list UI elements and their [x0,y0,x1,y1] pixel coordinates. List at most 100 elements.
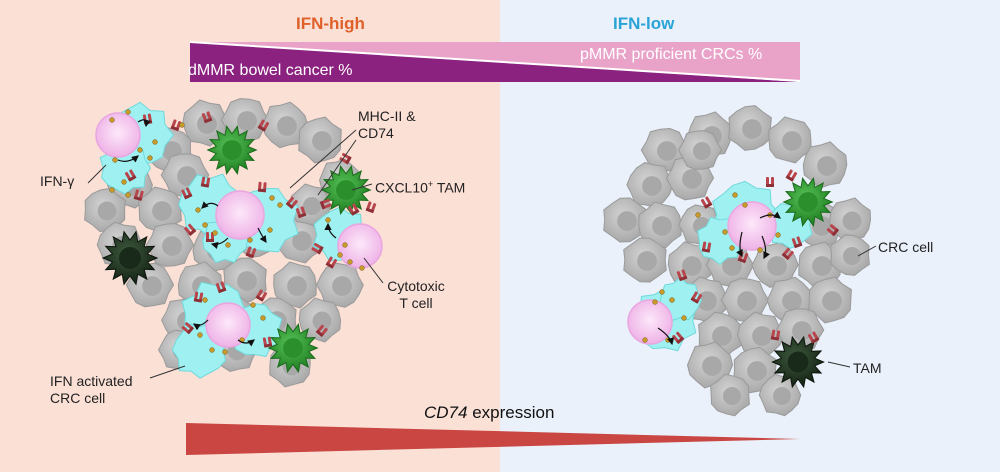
ifn-gamma-dot [247,237,253,243]
ifn-gamma-dot [757,247,763,253]
ifn-gamma-dot [109,187,115,193]
ifn-gamma-dot [152,139,158,145]
mhc-label-line1: MHC-II & [358,108,416,124]
ifn-gamma-dot [269,195,275,201]
ifn-gamma-dot [325,217,331,223]
ifn-gamma-dot [222,349,228,355]
mhc-ii-receptor [133,189,144,201]
ifn-gamma-dot [659,289,665,295]
ifn-gamma-dot [125,109,131,115]
signal-arrow [193,319,209,331]
mhc-ii-receptor [676,269,688,282]
crc-nucleus [737,291,757,311]
crc-nucleus [637,251,657,271]
cxcl10-text: CXCL10 [375,179,428,196]
ifn-gamma-dot [775,232,781,238]
crc-nucleus [152,201,172,221]
ifn-gamma-dot [225,242,231,248]
tam-nucleus [787,351,809,373]
cytotoxic-t-cell [205,302,251,348]
ifn-gamma-dot [147,155,153,161]
crc-nucleus [142,276,162,296]
signal-arrow [201,201,219,209]
ifn-gamma-dot [642,337,648,343]
crc-nucleus [767,256,787,276]
crc-nucleus [312,311,332,331]
mhc-ii-receptor [257,181,267,193]
crc-nucleus [817,156,837,176]
cd74-gene-name: CD74 [424,403,468,422]
tam-nucleus [222,140,242,160]
signal-arrow [759,211,781,219]
ifn-activated-line2: CRC cell [50,390,106,406]
ifn-gamma-dot [729,245,735,251]
ifn-gamma-dot [267,227,273,233]
crc-nucleus [312,131,332,151]
mhc-ii-receptor [700,196,713,209]
mhc-ii-receptor [791,236,803,249]
mhc-label: MHC-II & CD74 [358,108,416,142]
ifn-gamma-dot [732,192,738,198]
mhc-ii-receptor [245,246,257,259]
ifn-gamma-dot [197,332,203,338]
mhc-ii-receptor [170,119,182,132]
ifn-gamma-label: IFN-γ [40,173,75,189]
crc-nucleus [332,276,352,296]
crc-nucleus [723,387,741,405]
mhc-ii-receptor [347,203,360,216]
mhc-ii-receptor [766,177,774,187]
mhc-label-line2: CD74 [358,125,394,141]
crc-nucleus [652,216,672,236]
mhc-ii-receptor [193,291,204,303]
dmmr-label: dMMR bowel cancer % [188,62,353,79]
crc-nucleus [682,169,702,189]
cytotoxic-t-cell [727,201,777,251]
cd74-expression-label: CD74 expression [424,404,554,421]
mhc-ii-receptor [690,291,703,304]
ifn-activated-label: IFN activated CRC cell [50,373,132,407]
crc-nucleus [722,256,742,276]
signal-arrow [324,222,337,239]
ifn-gamma-dot [202,222,208,228]
ifn-gamma-dot [112,157,118,163]
leader-lines [87,129,877,379]
mhc-ii-receptor [201,111,213,124]
crc-nucleus [162,236,182,256]
crc-nucleus [303,197,321,215]
ifn-gamma-dot [260,315,266,321]
ifn-gamma-dot [137,147,143,153]
crc-nucleus [292,231,312,251]
crc-nucleus [792,321,812,341]
crc-nucleus [642,176,662,196]
crc-nucleus [682,256,702,276]
ifn-gamma-dot [695,212,701,218]
crc-nucleus [843,247,861,265]
mhc-ii-receptor [255,289,268,302]
ifn-gamma-dot [337,252,343,258]
cd74-gradient-wedge [186,423,800,455]
crc-nucleus [782,291,802,311]
mhc-ii-receptor [672,331,685,345]
crc-nucleus [657,141,677,161]
crc-nucleus [812,256,832,276]
crc-nucleus [822,291,842,311]
mhc-ii-receptor [124,169,137,182]
crc-nucleus [842,211,862,231]
ifn-high-header: IFN-high [296,14,365,33]
crc-nucleus [97,201,117,221]
cd74-suffix: expression [467,403,555,422]
mhc-ii-receptor [339,152,352,165]
cytotoxic-t-cell-label: Cytotoxic T cell [380,278,452,312]
crc-nucleus [237,111,257,131]
ifn-gamma-dot [250,302,256,308]
mhc-ii-receptor [311,242,324,255]
crc-nucleus [287,276,307,296]
ifn-gamma-dot [681,315,687,321]
cytotoxic-t-cell [95,112,141,158]
crc-nucleus [742,119,762,139]
mhc-ii-receptor [781,247,794,261]
mhc-ii-receptor [215,281,227,294]
crc-nucleus [693,142,711,160]
ifn-gamma-dot [109,117,115,123]
signal-arrow [257,227,267,243]
